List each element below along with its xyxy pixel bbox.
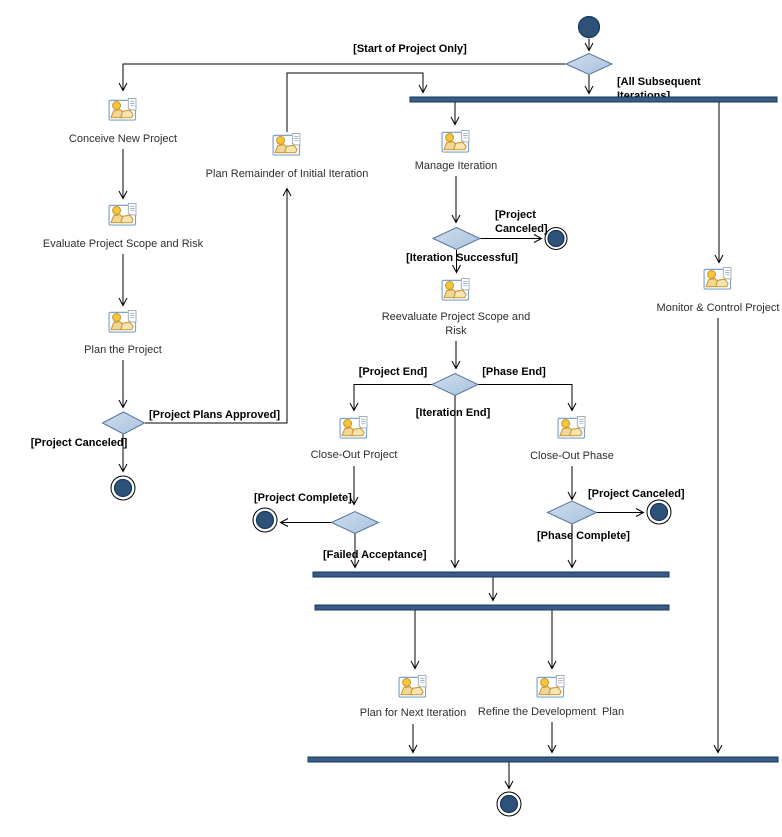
edge-project-end-to-closeout-project	[349, 384, 432, 412]
guard-project-canceled-mid-line1: [Project	[495, 209, 536, 221]
activity-label[interactable]: Close-Out Phase	[530, 450, 614, 462]
guard-project-canceled-phase: [Project Canceled]	[588, 488, 685, 500]
guard-project-canceled-left: [Project Canceled]	[31, 437, 128, 449]
edge-start-only-to-conceive	[118, 63, 566, 92]
activity-icon	[441, 277, 470, 301]
activity-evaluate-project-scope-and-risk[interactable]: Evaluate Project Scope and Risk	[43, 202, 204, 250]
activity-label[interactable]: Manage Iteration	[415, 160, 498, 172]
activity-icon	[108, 309, 137, 333]
activity-reevaluate-project-scope-and-risk[interactable]: Reevaluate Project Scope and Risk	[382, 277, 531, 337]
activity-label[interactable]: Monitor & Control Project	[657, 302, 780, 314]
edge-phase-end-to-closeout-phase	[478, 384, 577, 412]
guard-project-complete: [Project Complete]	[254, 492, 352, 504]
guard-project-canceled-mid-line2: Canceled]	[495, 223, 548, 235]
activity-label-line1[interactable]: Reevaluate Project Scope and	[382, 311, 531, 323]
activity-icon	[703, 266, 732, 290]
final-node-project-complete	[252, 507, 278, 533]
final-node-bottom	[496, 791, 522, 817]
activity-icon	[441, 129, 470, 153]
initial-node	[577, 15, 601, 39]
activity-label[interactable]: Plan Remainder of Initial Iteration	[206, 168, 369, 180]
edge-plan-remainder-to-forkbar	[286, 72, 428, 132]
fork-bar-top	[409, 96, 778, 103]
guard-project-plans-approved: [Project Plans Approved]	[149, 409, 280, 421]
activity-plan-for-next-iteration[interactable]: Plan for Next Iteration	[360, 674, 466, 719]
decision-closeout-project	[330, 510, 380, 535]
activity-label[interactable]: Evaluate Project Scope and Risk	[43, 238, 204, 250]
activity-icon	[557, 415, 586, 439]
decision-start-of-project	[564, 52, 614, 76]
activity-plan-remainder-of-initial-iteration[interactable]: Plan Remainder of Initial Iteration	[206, 132, 369, 180]
join-bar-middle	[312, 571, 670, 578]
activity-icon	[536, 674, 565, 698]
activity-close-out-phase[interactable]: Close-Out Phase	[530, 415, 614, 462]
join-bar-bottom	[307, 756, 779, 763]
guard-project-end: [Project End]	[359, 366, 428, 378]
activity-manage-iteration[interactable]: Manage Iteration	[415, 129, 498, 172]
activity-icon	[339, 415, 368, 439]
activity-conceive-new-project[interactable]: Conceive New Project	[69, 97, 177, 145]
guard-phase-complete: [Phase Complete]	[537, 530, 630, 542]
decision-closeout-phase	[546, 500, 598, 525]
activity-close-out-project[interactable]: Close-Out Project	[311, 415, 398, 461]
activity-label[interactable]: Refine the Development Plan	[478, 706, 624, 718]
guard-failed-acceptance: [Failed Acceptance]	[323, 549, 427, 561]
activity-label[interactable]: Close-Out Project	[311, 449, 398, 461]
decision-project-plans	[101, 411, 146, 435]
edge-plans-approved-to-plan-remainder	[145, 187, 292, 424]
activity-label[interactable]: Plan for Next Iteration	[360, 707, 466, 719]
activity-refine-the-development-plan[interactable]: Refine the Development Plan	[478, 674, 624, 718]
guard-start-of-project-only: [Start of Project Only]	[353, 43, 467, 55]
guard-iteration-end: [Iteration End]	[416, 407, 491, 419]
decision-iteration-outcome	[431, 226, 482, 251]
activity-monitor-and-control-project[interactable]: Monitor & Control Project	[657, 266, 780, 314]
guard-all-subsequent-line1: [All Subsequent	[617, 76, 701, 88]
guard-iteration-successful: [Iteration Successful]	[406, 252, 518, 264]
activity-label-line2[interactable]: Risk	[445, 325, 467, 337]
decision-scope-outcome	[430, 372, 480, 397]
fork-bar-middle	[314, 604, 670, 611]
guard-phase-end: [Phase End]	[482, 366, 546, 378]
final-node-project-canceled-mid	[544, 227, 568, 250]
activity-icon	[108, 97, 137, 121]
activity-icon	[108, 202, 137, 226]
activity-icon	[398, 674, 427, 698]
activity-icon	[272, 132, 301, 156]
edges	[118, 38, 724, 790]
final-node-project-canceled-phase	[646, 499, 672, 525]
activity-plan-the-project[interactable]: Plan the Project	[84, 309, 162, 356]
activity-label[interactable]: Conceive New Project	[69, 133, 177, 145]
activity-label[interactable]: Plan the Project	[84, 344, 162, 356]
final-node-project-canceled-left	[110, 475, 136, 501]
